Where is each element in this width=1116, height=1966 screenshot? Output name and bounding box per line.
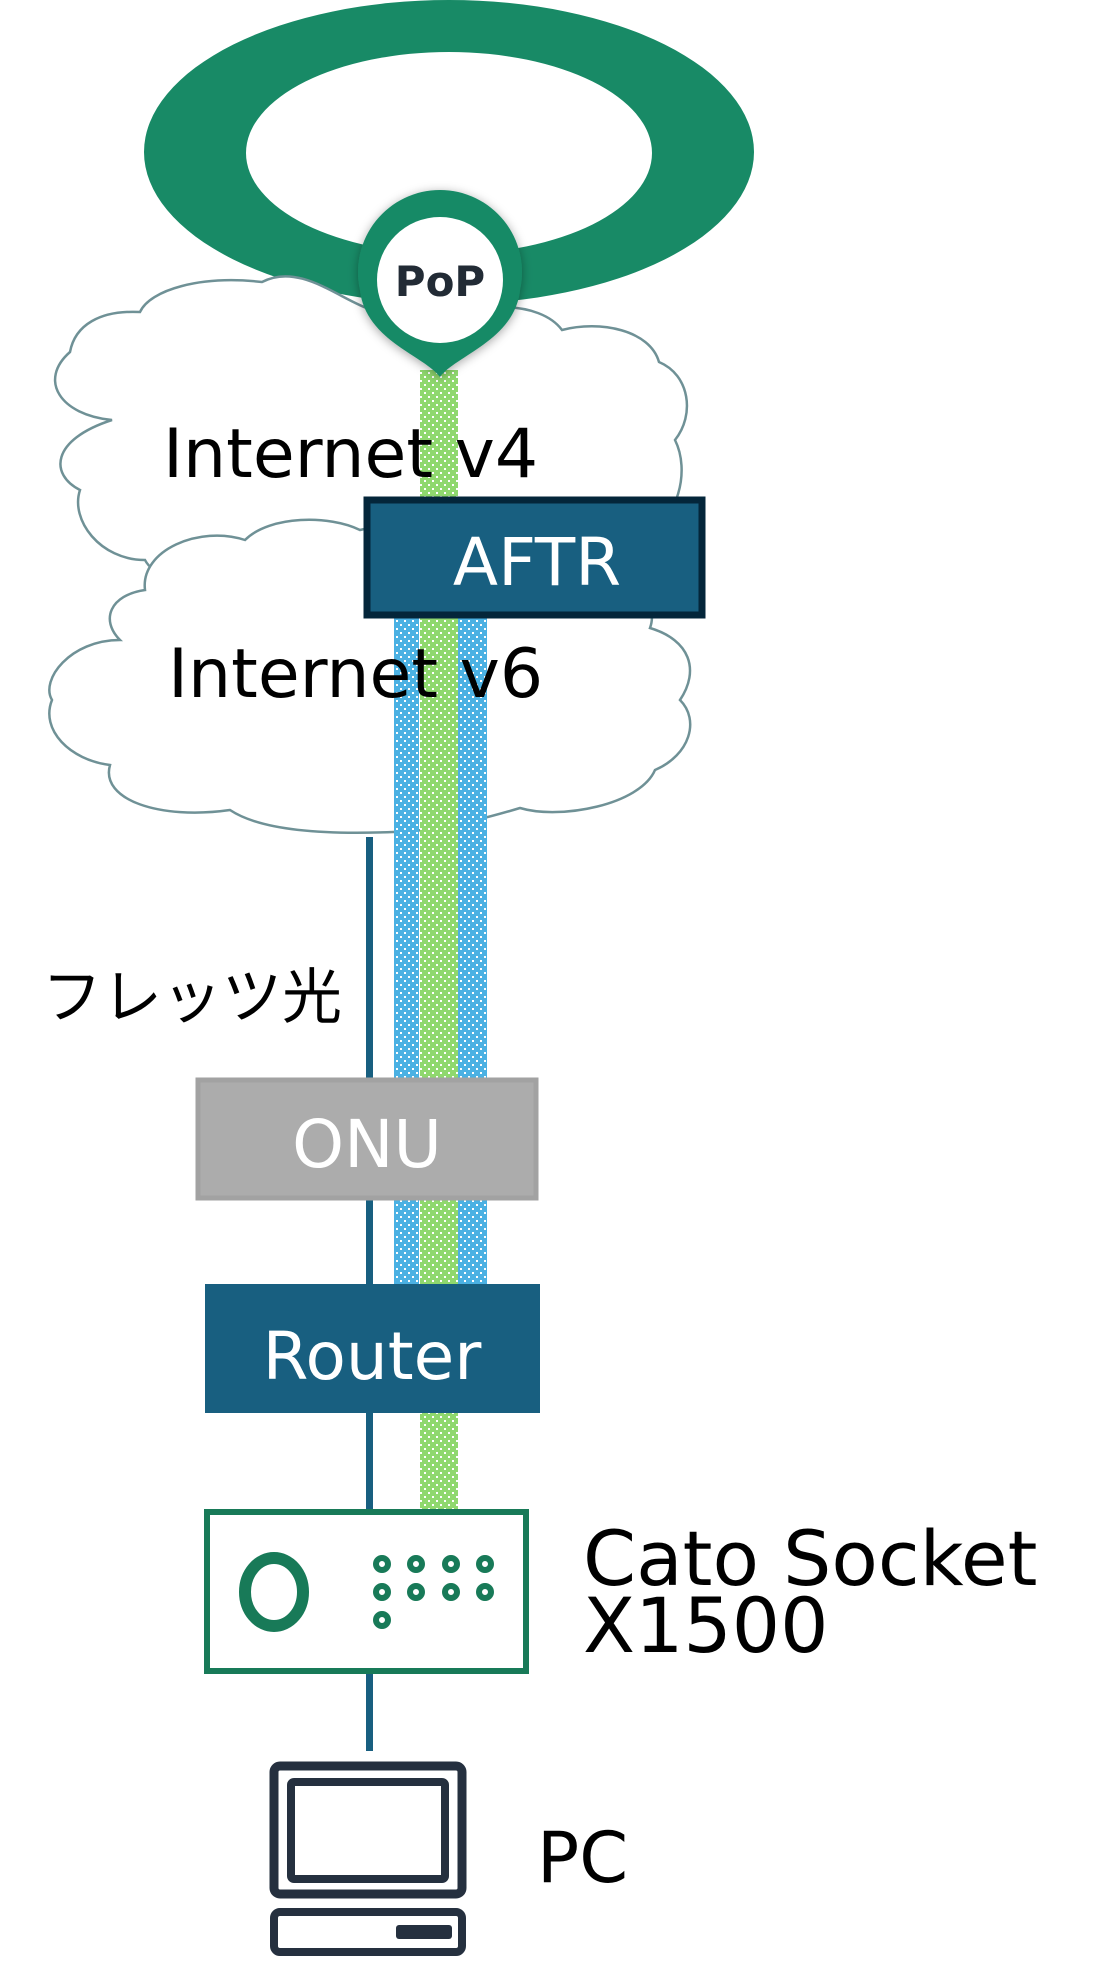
cato-backbone-ring	[144, 0, 754, 304]
flets-hikari-label: フレッツ光	[42, 963, 342, 1033]
internet-v6-label: Internet v6	[168, 635, 543, 714]
internet-v4-label: Internet v4	[163, 415, 538, 494]
pop-marker	[357, 190, 522, 377]
pc-base	[270, 1908, 466, 1956]
router-box: Router	[205, 1284, 540, 1413]
pc-screen	[287, 1778, 449, 1883]
cato-socket-label-line1: Cato Socket	[583, 1514, 1037, 1603]
socket-ring	[239, 1552, 309, 1632]
onu-label: ONU	[292, 1106, 442, 1183]
router-label: Router	[263, 1318, 483, 1395]
aftr-box: AFTR	[363, 496, 706, 619]
cato-socket-icon	[204, 1509, 529, 1674]
socket-ports	[373, 1555, 494, 1629]
pc-drive-slot	[396, 1925, 452, 1939]
onu-box: ONU	[195, 1077, 539, 1201]
aftr-label: AFTR	[453, 524, 621, 601]
pc-label: PC	[537, 1817, 628, 1899]
pc-monitor	[269, 1761, 467, 1899]
cato-socket-label-line2: X1500	[583, 1581, 828, 1670]
pc-icon	[269, 1761, 467, 1956]
pop-label: PoP	[395, 257, 485, 306]
